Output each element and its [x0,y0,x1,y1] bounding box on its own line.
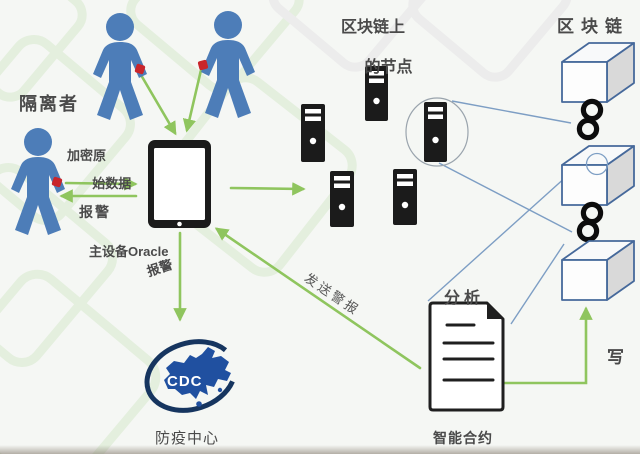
chain-link-icon-1 [576,98,604,141]
line-contract-to-cube-3 [510,243,565,325]
quarantined-label: 隔离者 [19,94,79,114]
server-icon-highlighted [424,102,447,162]
cdc-logo-text: CDC [167,373,203,390]
cdc-swoosh-icon [144,339,238,413]
magnifier-circle-icon [405,97,469,167]
bottom-edge-shadow [0,445,640,454]
encrypted-data-line1: 加密原 [67,148,107,163]
blockchain-node-servers [301,66,469,227]
encrypted-data-line2: 始数据 [92,176,132,191]
nodes-label-line1: 区块链上 [340,19,405,36]
china-map-icon [164,347,231,399]
line-node-to-chainlink-1 [451,100,572,124]
wristband-icons [51,59,209,188]
server-icon-2 [301,104,325,162]
encrypted-data-label: 加密原 始数据 [67,149,131,191]
wristband-icon-1 [134,63,146,75]
arrow-person1-to-tablet [139,73,177,136]
wristband-icon-2 [197,59,209,71]
server-icon-1 [365,66,388,121]
nodes-label-line2: 的节点 [364,59,413,76]
server-icon-5 [393,169,417,225]
cdc-logo-icon [144,339,238,413]
smart-contract-label: 智能合约 [433,430,493,446]
arrow-person2-to-tablet [182,68,203,133]
arrow-contract-to-cube [501,306,593,385]
write-in-line1: 写 [607,348,624,367]
analysis-label: 分析 [444,290,485,307]
arrow-person3-to-tablet [64,177,138,191]
quarantined-person-2 [201,11,255,118]
arrow-tablet-to-nodes [229,182,306,196]
line-node-to-chainlink-2 [438,162,573,233]
arrow-contract-to-tablet [214,227,422,370]
flow-arrows [59,68,593,385]
cdc-center-label: 防疫中心 [155,430,220,447]
line-analysis-to-cube-2 [427,157,588,302]
block-cube-icon-2 [561,145,635,206]
wristband-icon-3 [51,176,63,188]
blockchain-label: 区块链 [557,17,629,36]
cube-corner-circle-icon [585,152,609,176]
alarm-left-label: 报警 [79,204,111,220]
server-icon-4 [330,171,354,227]
block-cube-icon-1 [561,42,635,103]
nodes-label: 区块链上 的节点 [325,18,421,78]
tablet-home-button [177,221,182,227]
chain-link-icon-2 [576,201,604,243]
blockchain-link-lines [427,100,588,325]
smart-contract-document-icon [428,301,505,412]
blockchain-chain [561,42,635,301]
oracle-tablet-icon [148,140,211,228]
main-device-label: 主设备Oracle [89,244,169,259]
write-in-label: 写 入 [607,346,640,415]
block-cube-icon-3 [561,240,635,301]
